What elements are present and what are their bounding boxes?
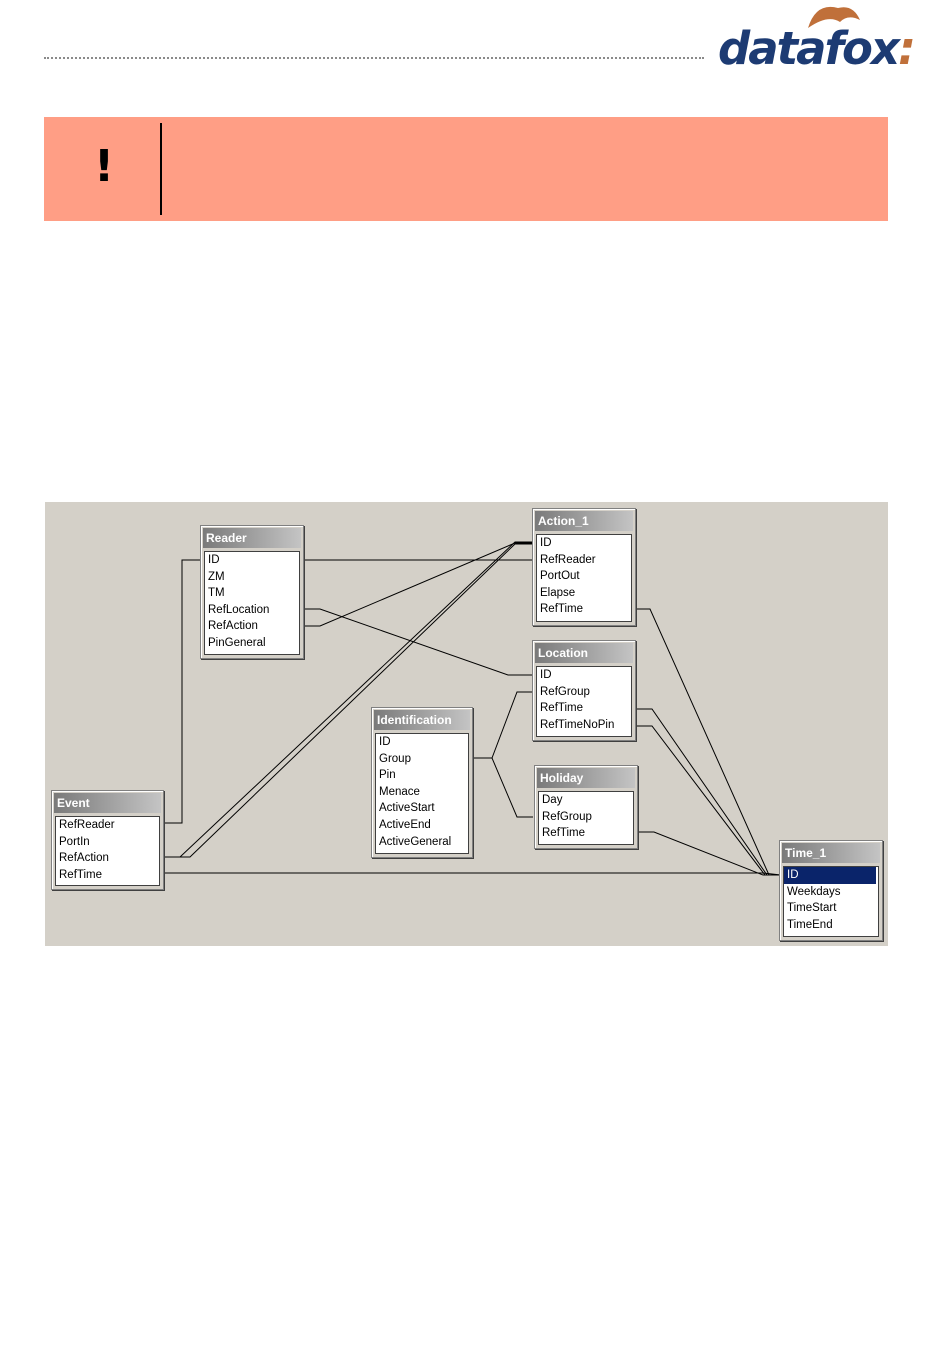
field-item[interactable]: ActiveStart [379, 802, 435, 815]
table-title[interactable]: Reader [203, 528, 301, 548]
table-title[interactable]: Action_1 [535, 511, 633, 531]
field-item[interactable]: RefGroup [540, 685, 590, 698]
field-list: RefReader PortIn RefAction RefTime [55, 816, 160, 886]
table-time-1[interactable]: Time_1 ID Weekdays TimeStart TimeEnd [779, 840, 883, 941]
field-item[interactable]: Day [542, 794, 563, 806]
relationship-diagram: Reader ID ZM TM RefLocation RefAction Pi… [45, 502, 888, 946]
table-action-1[interactable]: Action_1 ID RefReader PortOut Elapse Ref… [532, 508, 636, 626]
field-item[interactable]: RefTimeNoPin [540, 718, 615, 731]
field-item[interactable]: Pin [379, 769, 396, 782]
field-item-selected[interactable]: ID [784, 867, 876, 884]
field-item[interactable]: RefTime [542, 827, 586, 840]
table-title[interactable]: Time_1 [782, 843, 880, 863]
table-location[interactable]: Location ID RefGroup RefTime RefTimeNoPi… [532, 640, 636, 741]
datafox-logo: datafox: [718, 0, 918, 90]
field-item[interactable]: TimeEnd [787, 918, 833, 931]
field-list: Day RefGroup RefTime [538, 791, 634, 845]
field-list: ID RefReader PortOut Elapse RefTime [536, 534, 632, 622]
table-event[interactable]: Event RefReader PortIn RefAction RefTime [51, 790, 164, 890]
relationship-lines [164, 541, 782, 876]
field-item[interactable]: ID [540, 669, 552, 681]
field-item[interactable]: RefTime [59, 868, 103, 881]
field-item[interactable]: RefGroup [542, 810, 592, 823]
field-item[interactable]: ZM [208, 570, 225, 583]
field-item[interactable]: TimeStart [787, 902, 837, 915]
exclamation-icon: ! [93, 141, 115, 192]
warning-box: ! [44, 117, 888, 221]
field-item[interactable]: RefTime [540, 603, 584, 616]
field-item[interactable]: Weekdays [787, 885, 841, 898]
field-item[interactable]: RefAction [208, 620, 258, 633]
field-item[interactable]: PinGeneral [208, 636, 266, 649]
field-item[interactable]: RefTime [540, 702, 584, 715]
table-identification[interactable]: Identification ID Group Pin Menace Activ… [371, 707, 473, 858]
field-item[interactable]: ID [379, 736, 391, 748]
table-title[interactable]: Event [54, 793, 161, 813]
field-item[interactable]: ActiveEnd [379, 818, 431, 831]
table-title[interactable]: Identification [374, 710, 470, 730]
field-item[interactable]: RefReader [540, 553, 596, 566]
field-item[interactable]: Group [379, 752, 411, 765]
header-dotted-rule [44, 57, 704, 59]
field-item[interactable]: ID [208, 554, 220, 566]
field-item[interactable]: RefLocation [208, 603, 270, 616]
field-list: ID RefGroup RefTime RefTimeNoPin [536, 666, 632, 737]
field-item[interactable]: PortIn [59, 835, 90, 848]
field-item[interactable]: PortOut [540, 570, 580, 583]
table-reader[interactable]: Reader ID ZM TM RefLocation RefAction Pi… [200, 525, 304, 659]
field-item[interactable]: RefReader [59, 819, 115, 831]
field-item[interactable]: RefAction [59, 852, 109, 865]
field-item[interactable]: Elapse [540, 586, 576, 599]
fox-icon [808, 6, 860, 28]
field-item[interactable]: Menace [379, 785, 420, 798]
field-list: ID Weekdays TimeStart TimeEnd [783, 866, 879, 937]
field-list: ID ZM TM RefLocation RefAction PinGenera… [204, 551, 300, 655]
warning-divider [160, 123, 162, 215]
field-list: ID Group Pin Menace ActiveStart ActiveEn… [375, 733, 469, 854]
field-item[interactable]: ActiveGeneral [379, 835, 452, 848]
logo-text: datafox: [718, 22, 916, 75]
table-holiday[interactable]: Holiday Day RefGroup RefTime [534, 765, 638, 849]
field-item[interactable]: ID [540, 537, 552, 549]
table-title[interactable]: Holiday [537, 768, 635, 788]
field-item[interactable]: TM [208, 587, 225, 600]
table-title[interactable]: Location [535, 643, 633, 663]
